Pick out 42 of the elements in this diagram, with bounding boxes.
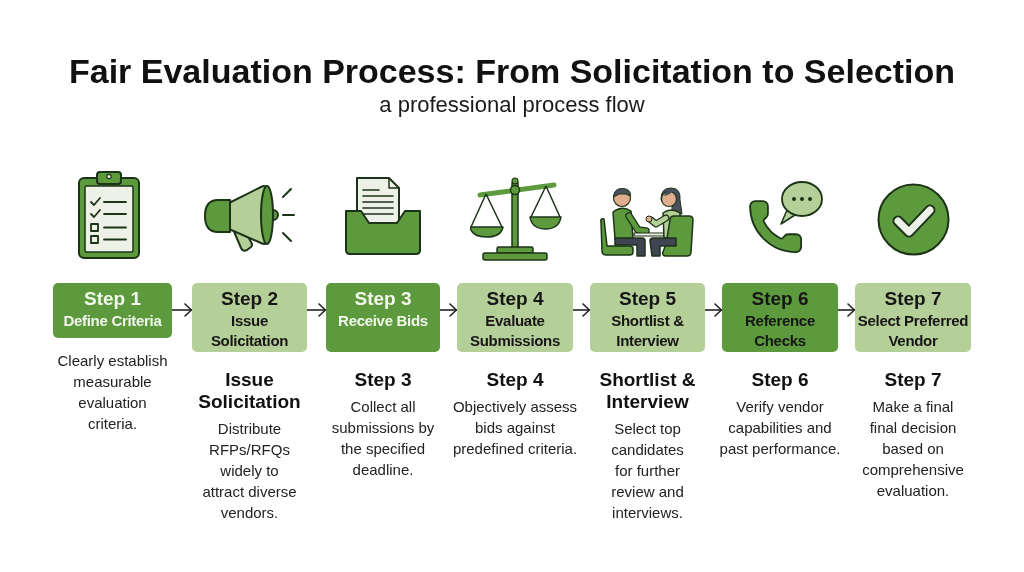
step-box	[855, 283, 971, 352]
step-description: Collect all submissions by the specified deadline.	[330, 397, 436, 480]
step-label: Step 2	[221, 288, 278, 310]
arrow	[439, 303, 458, 317]
step-label: Step 7	[884, 288, 942, 310]
step-heading: Issue Solicitation	[197, 369, 302, 413]
step-label: Step 4	[486, 288, 544, 310]
step-label: Step 3	[354, 288, 412, 310]
arrow	[306, 303, 327, 317]
title: Fair Evaluation Process: From Solicitation to Selection	[68, 51, 956, 91]
subtitle: a professional process flow	[379, 92, 645, 118]
arrow	[572, 303, 591, 317]
step-heading: Step 3	[354, 369, 412, 391]
step-box	[192, 283, 307, 352]
step-heading: Step 6	[751, 369, 809, 391]
step-title: Select Preferred Vendor	[856, 311, 970, 351]
step-description: Make a final final decision based on comprehensive evaluation.	[861, 397, 965, 501]
step-title: Evaluate Submissions	[468, 311, 562, 351]
step-box	[722, 283, 838, 352]
step-description: Verify vendor capabilities and past performance.	[718, 397, 842, 459]
arrow	[704, 303, 723, 317]
step-box	[326, 283, 440, 352]
step-title: Shortlist & Interview	[610, 311, 685, 351]
step-title: Define Criteria	[63, 311, 162, 331]
step-title: Receive Bids	[338, 311, 428, 331]
step-description: Select top candidates for further review and interviews.	[610, 419, 685, 523]
step-description: Clearly establish measurable evaluation criteria.	[56, 351, 169, 434]
step-heading: Step 7	[884, 369, 942, 391]
step-label: Step 1	[84, 288, 141, 310]
step-title: Issue Solicitation	[209, 311, 290, 351]
step-label: Step 6	[751, 288, 809, 310]
step-box	[590, 283, 705, 352]
step-heading: Shortlist & Interview	[598, 369, 697, 413]
step-description: Distribute RFPs/RFQs widely to attract diverse vendors.	[201, 419, 298, 523]
step-box	[53, 283, 172, 338]
arrow	[837, 303, 856, 317]
step-box	[457, 283, 573, 352]
step-description: Objectively assess bids against predefined criteria.	[451, 397, 579, 459]
arrow	[171, 303, 193, 317]
step-heading: Step 4	[486, 369, 544, 391]
step-title: Reference Checks	[744, 311, 816, 351]
step-label: Step 5	[619, 288, 676, 310]
